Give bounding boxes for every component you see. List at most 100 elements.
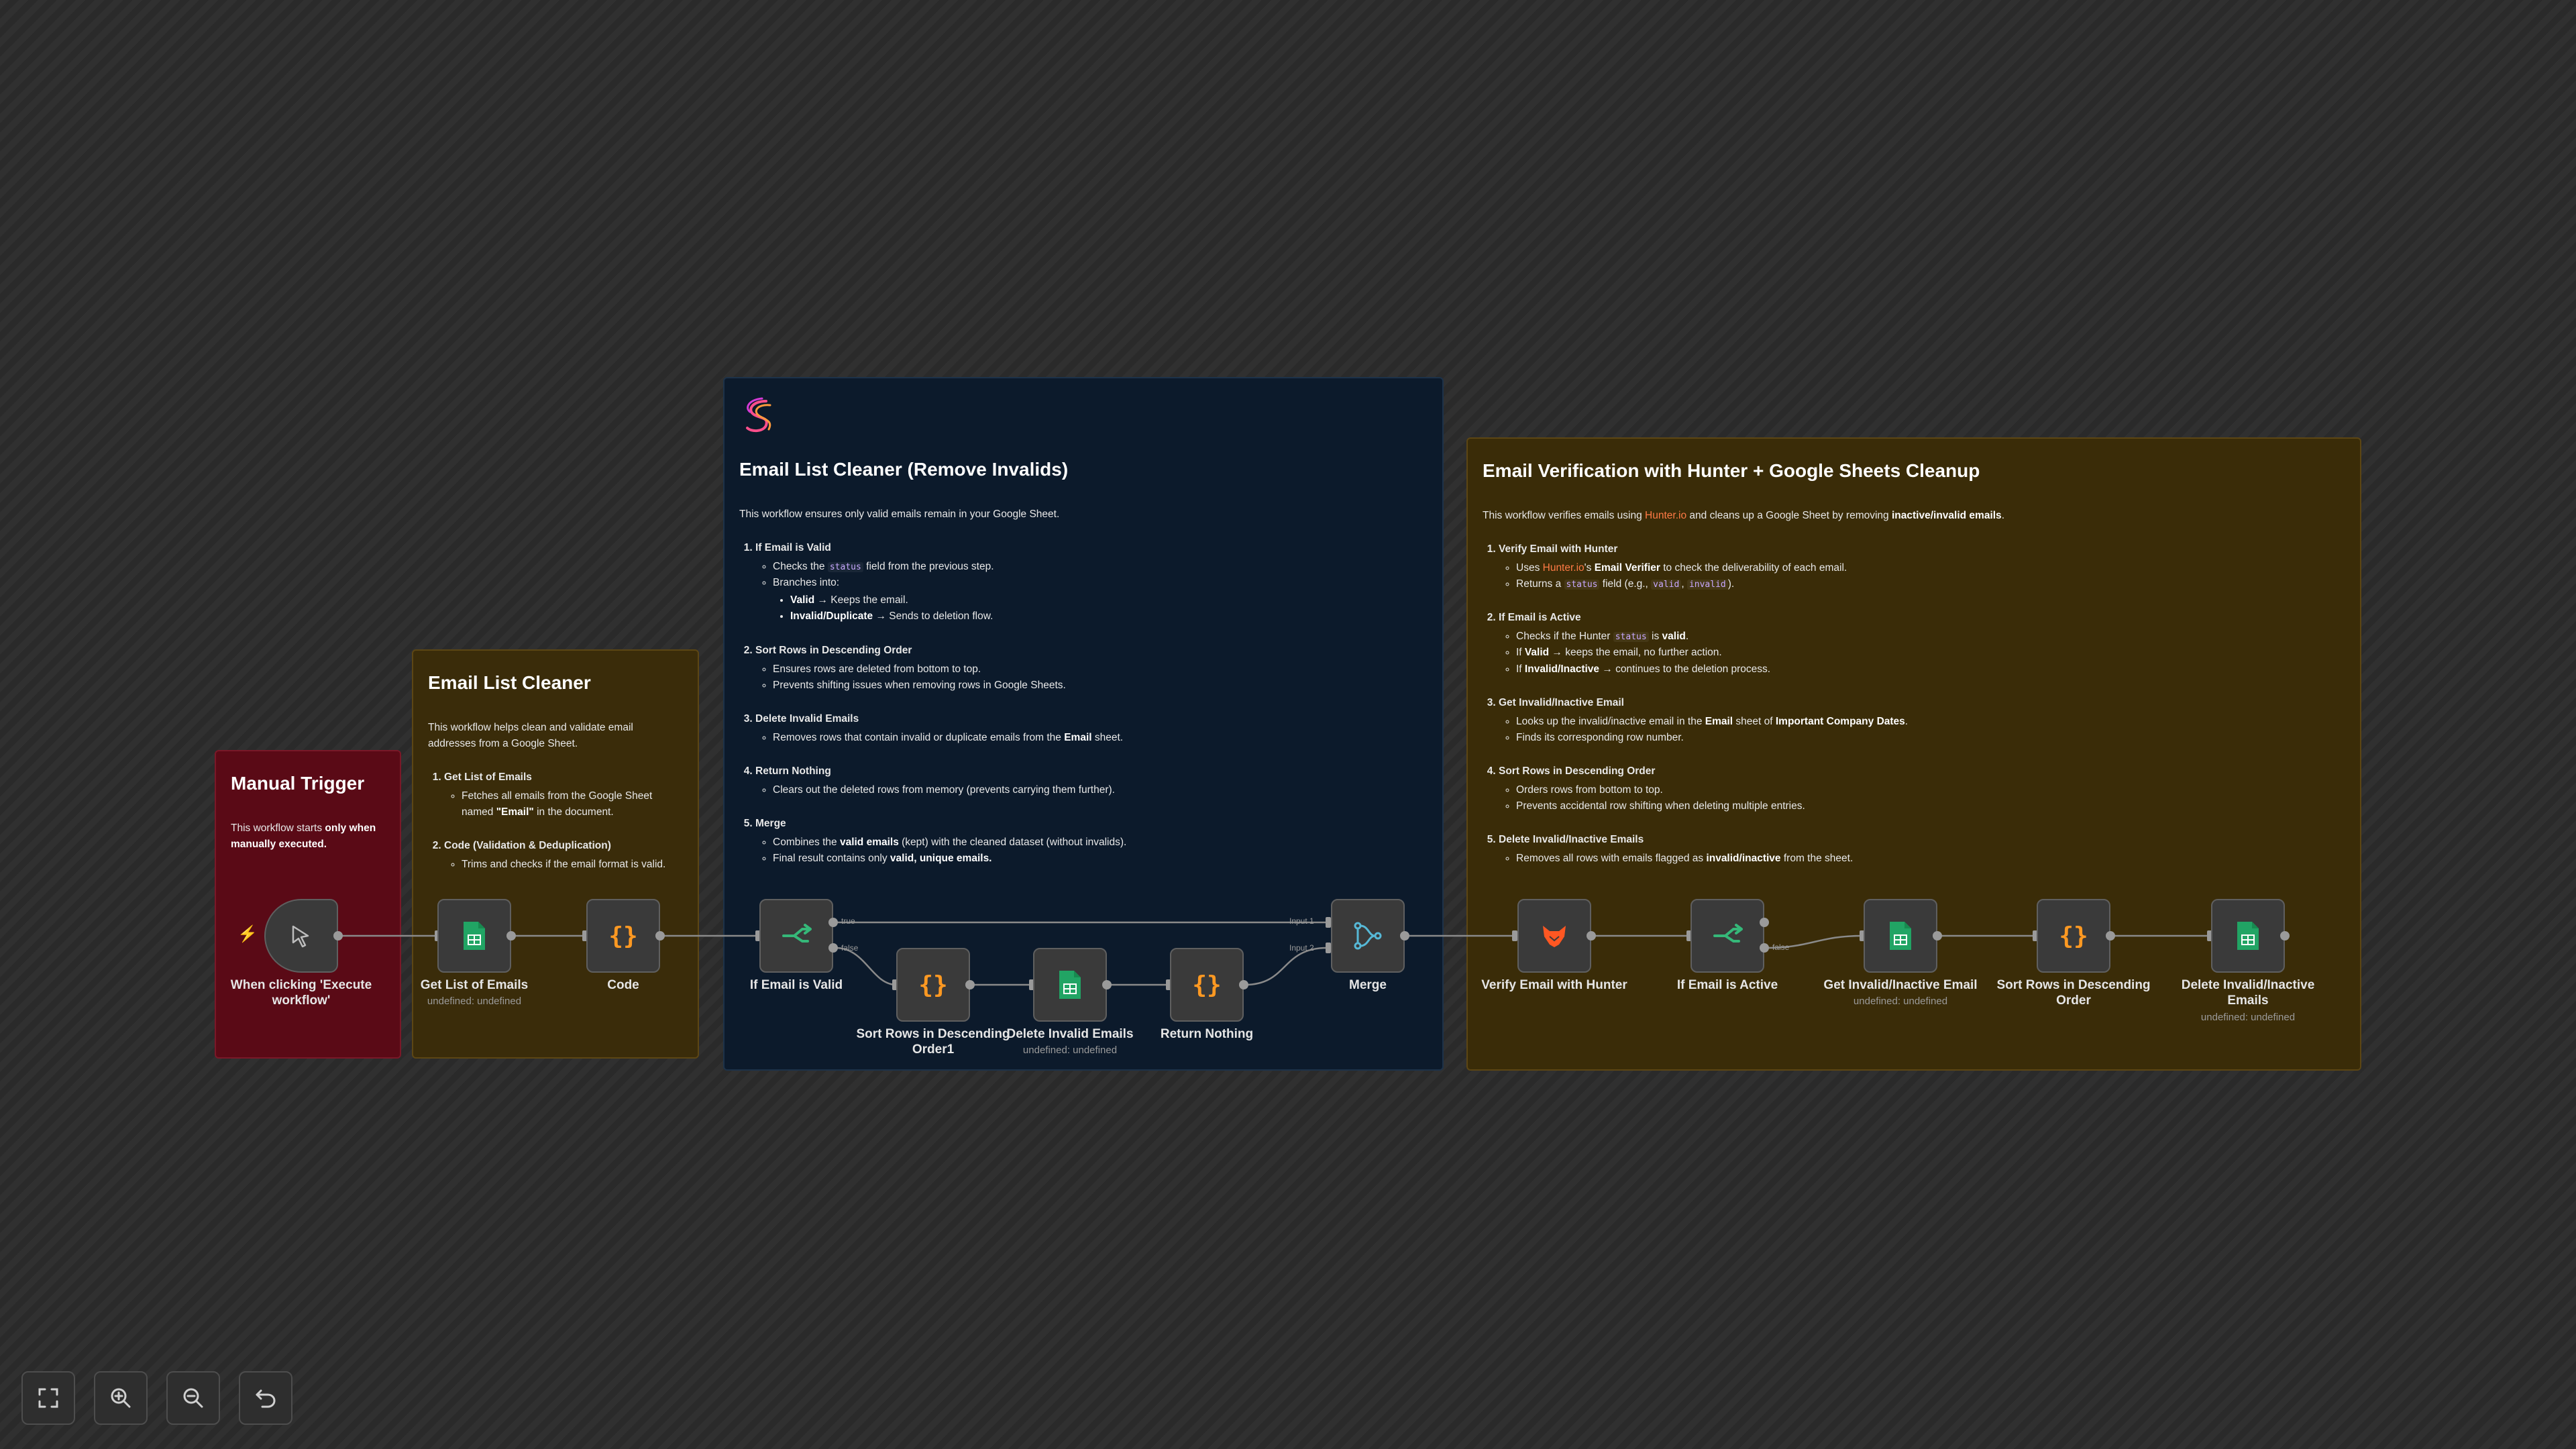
note-steps: Get List of Emails Fetches all emails fr… — [428, 769, 683, 873]
svg-text:{}: {} — [2059, 922, 2088, 950]
output-handle-true[interactable] — [828, 918, 838, 927]
input-handle[interactable] — [755, 930, 761, 941]
node-subtitle: undefined: undefined — [427, 996, 522, 1007]
note-description: This workflow starts only when manually … — [231, 822, 376, 851]
merge-icon — [1354, 922, 1382, 950]
code-braces-icon: {} — [608, 922, 637, 950]
input-handle[interactable] — [1860, 930, 1865, 941]
output-handle[interactable] — [965, 980, 975, 989]
input-handle[interactable] — [582, 930, 588, 941]
output-handle-true[interactable] — [1760, 918, 1769, 927]
zoom-out-button[interactable] — [166, 1371, 220, 1425]
sticky-note-hunter-verification[interactable]: Email Verification with Hunter + Google … — [1466, 437, 2361, 1071]
output-handle[interactable] — [333, 931, 343, 941]
note-title: Email List Cleaner (Remove Invalids) — [739, 459, 1069, 480]
output-handle[interactable] — [655, 931, 665, 941]
node-code[interactable]: {} — [586, 899, 660, 973]
node-subtitle: undefined: undefined — [1022, 1044, 1118, 1056]
note-title: Manual Trigger — [231, 773, 365, 794]
input-handle[interactable] — [892, 979, 898, 990]
node-label: Sort Rows in Descending Order — [1996, 978, 2151, 1008]
node-sort-rows-descending-1[interactable]: {} — [896, 948, 970, 1022]
trigger-bolt-icon: ⚡ — [237, 925, 258, 943]
reset-zoom-button[interactable] — [239, 1371, 292, 1425]
output-handle[interactable] — [1102, 980, 1112, 989]
svg-text:{}: {} — [1192, 971, 1221, 999]
node-if-email-is-valid[interactable] — [759, 899, 833, 973]
if-branch-icon — [1713, 924, 1743, 943]
node-merge[interactable] — [1331, 899, 1405, 973]
input-handle[interactable] — [2033, 930, 2038, 941]
edge-label-true: true — [841, 916, 855, 926]
input-handle[interactable] — [2207, 930, 2212, 941]
node-verify-email-hunter[interactable] — [1517, 899, 1591, 973]
google-sheets-icon — [2237, 922, 2259, 950]
svg-text:{}: {} — [608, 922, 637, 950]
input-handle[interactable] — [1029, 979, 1034, 990]
note-steps: If Email is Valid Checks the status fiel… — [739, 540, 1428, 866]
output-handle[interactable] — [2280, 931, 2290, 941]
output-handle-false[interactable] — [1760, 943, 1769, 953]
edge-label-input-2: Input 2 — [1289, 943, 1314, 953]
fit-view-button[interactable] — [21, 1371, 75, 1425]
zoom-in-icon — [111, 1388, 131, 1408]
output-handle[interactable] — [1400, 931, 1409, 941]
output-handle-false[interactable] — [828, 943, 838, 953]
google-sheets-icon — [464, 922, 485, 950]
input-handle[interactable] — [1166, 979, 1171, 990]
node-manual-trigger[interactable] — [264, 899, 338, 973]
edge-label-false: false — [1772, 943, 1790, 952]
input-handle-1[interactable] — [1326, 917, 1331, 928]
node-label: When clicking 'Execute workflow' — [230, 978, 372, 1008]
note-description: This workflow verifies emails using Hunt… — [1483, 510, 2004, 522]
node-delete-invalid-inactive-emails[interactable] — [2211, 899, 2285, 973]
node-label: Verify Email with Hunter — [1481, 978, 1627, 992]
node-label: Code — [607, 978, 639, 992]
node-label: If Email is Active — [1676, 978, 1778, 992]
zoom-in-button[interactable] — [94, 1371, 148, 1425]
node-delete-invalid-emails[interactable] — [1033, 948, 1107, 1022]
if-branch-icon — [782, 924, 812, 943]
node-label: Merge — [1349, 978, 1387, 992]
input-handle[interactable] — [1686, 930, 1692, 941]
edge-label-false: false — [841, 943, 859, 953]
output-handle[interactable] — [1933, 931, 1942, 941]
output-handle[interactable] — [506, 931, 516, 941]
undo-icon — [256, 1389, 276, 1408]
node-get-invalid-inactive-email[interactable] — [1864, 899, 1937, 973]
node-label: Get Invalid/Inactive Email — [1823, 978, 1978, 992]
node-label: Delete Invalid Emails — [1006, 1027, 1134, 1041]
code-braces-icon: {} — [2059, 922, 2088, 950]
fit-view-icon — [38, 1388, 58, 1408]
sticky-note-email-list-cleaner[interactable]: Email List Cleaner This workflow helps c… — [412, 649, 699, 1059]
node-get-list-of-emails[interactable] — [437, 899, 511, 973]
hunter-fox-icon — [1543, 926, 1566, 947]
code-braces-icon: {} — [1192, 971, 1221, 999]
note-description: This workflow ensures only valid emails … — [739, 508, 1060, 521]
node-sort-rows-descending[interactable]: {} — [2037, 899, 2110, 973]
output-handle[interactable] — [1587, 931, 1596, 941]
google-sheets-icon — [1890, 922, 1911, 950]
zoom-out-icon — [183, 1388, 203, 1408]
code-braces-icon: {} — [918, 971, 947, 999]
cursor-icon — [292, 925, 309, 948]
node-label: Delete Invalid/Inactive Emails — [2181, 978, 2315, 1008]
node-subtitle: undefined: undefined — [1853, 996, 1948, 1007]
google-sheets-icon — [1059, 971, 1081, 999]
note-steps: Verify Email with Hunter Uses Hunter.io'… — [1483, 541, 2345, 866]
node-return-nothing[interactable]: {} — [1170, 948, 1244, 1022]
edge-label-input-1: Input 1 — [1289, 916, 1314, 926]
input-handle-2[interactable] — [1326, 943, 1331, 953]
note-description: This workflow helps clean and validate e… — [428, 722, 633, 750]
canvas-controls — [21, 1371, 292, 1425]
output-handle[interactable] — [2106, 931, 2115, 941]
input-handle[interactable] — [1512, 930, 1517, 941]
note-title: Email Verification with Hunter + Google … — [1483, 460, 1980, 481]
node-label: If Email is Valid — [749, 978, 843, 992]
node-if-email-is-active[interactable] — [1690, 899, 1764, 973]
node-subtitle: undefined: undefined — [2200, 1012, 2296, 1023]
sticky-note-manual-trigger[interactable]: Manual Trigger This workflow starts only… — [215, 750, 401, 1059]
output-handle[interactable] — [1239, 980, 1248, 989]
node-label: Return Nothing — [1160, 1027, 1254, 1041]
node-label: Sort Rows in Descending Order1 — [856, 1027, 1010, 1057]
